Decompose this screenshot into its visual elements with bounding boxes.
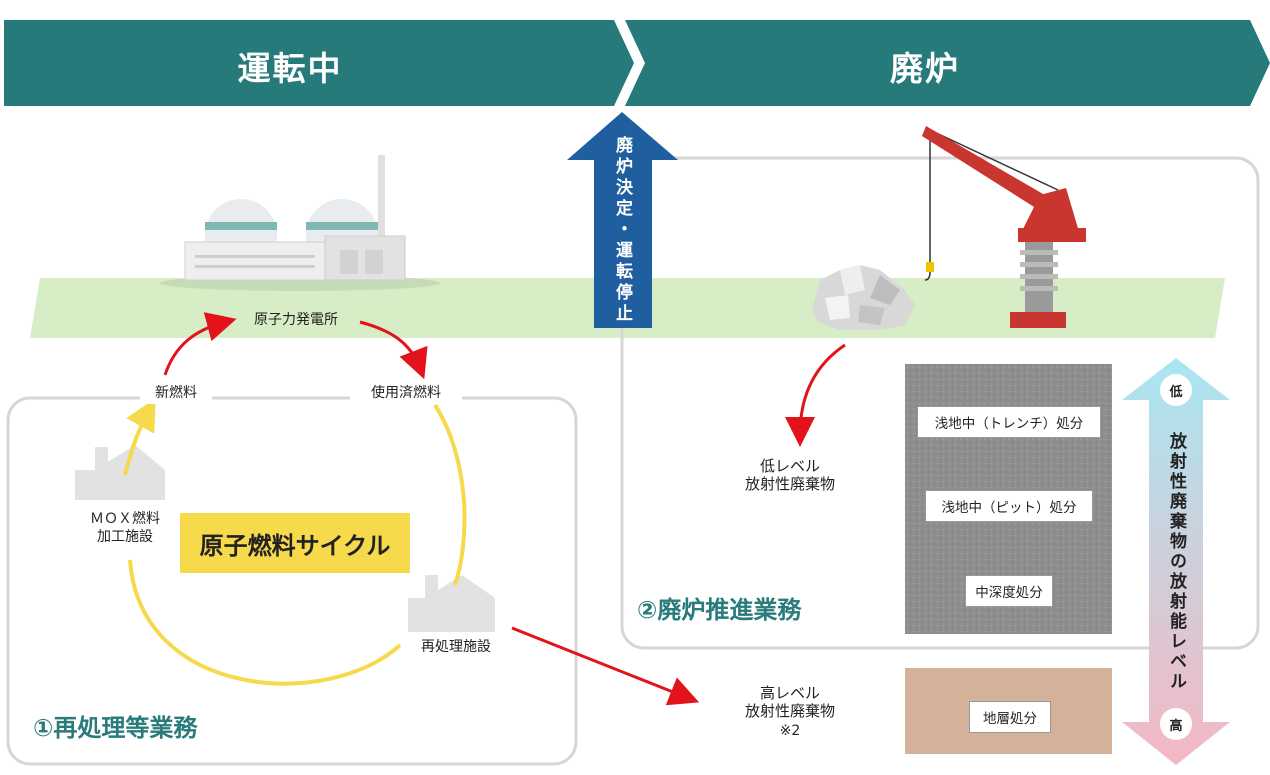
scale-high-label: 高 <box>1160 708 1192 740</box>
geological-disposal-box: 地層処分 <box>969 701 1051 733</box>
new-fuel-label: 新燃料 <box>140 382 212 404</box>
reprocessing-facility-shape <box>408 575 495 632</box>
arrow-reprocessing-to-high-waste <box>511 626 700 706</box>
phase-operation-label: 運転中 <box>237 49 343 88</box>
pit-disposal-box: 浅地中（ピット）処分 <box>925 490 1093 522</box>
decision-arrow-shape <box>567 112 678 328</box>
cycle-path-mox-to-newfuel <box>123 398 156 476</box>
scale-low-label: 低 <box>1160 374 1192 406</box>
scale-title-label: 放射性廃棄物の放射能レベル <box>1166 432 1186 692</box>
crane-illustration <box>922 126 1086 328</box>
cycle-path-spent-to-reprocessing <box>433 403 467 586</box>
arrow-rubble-to-low-waste <box>785 343 846 447</box>
header-band-decommission <box>625 20 1270 106</box>
phase-decommission-label: 廃炉 <box>890 49 960 88</box>
nuclear-fuel-cycle-box: 原子燃料サイクル <box>180 513 410 573</box>
reprocessing-business-title: ①再処理等業務 <box>33 714 198 742</box>
power-plant-illustration <box>160 155 440 291</box>
high-level-waste-label: 高レベル 放射性廃棄物 <box>744 684 835 720</box>
reprocessing-facility-label: 再処理施設 <box>404 636 508 658</box>
low-level-waste-label: 低レベル 放射性廃棄物 <box>744 457 835 493</box>
rubble-illustration <box>812 265 915 330</box>
arrow-newfuel-to-plant <box>163 312 237 376</box>
radioactivity-scale-arrow <box>1122 358 1230 765</box>
high-level-waste-note: ※2 <box>779 723 801 739</box>
header-band-operation <box>4 20 634 106</box>
spent-fuel-label: 使用済燃料 <box>350 382 462 404</box>
intermediate-depth-disposal-box: 中深度処分 <box>965 575 1053 607</box>
decommission-panel <box>620 156 1260 650</box>
reprocessing-panel <box>6 396 578 766</box>
mox-facility-label: ＭＯＸ燃料 加工施設 <box>90 511 160 545</box>
power-plant-label: 原子力発電所 <box>254 312 338 328</box>
decommission-business-title: ②廃炉推進業務 <box>637 596 802 624</box>
decision-arrow-label: 廃炉決定・運転停止 <box>612 136 632 325</box>
trench-disposal-box: 浅地中（トレンチ）処分 <box>917 406 1101 438</box>
cycle-path-reprocessing-to-mox <box>128 559 402 686</box>
mox-facility-shape <box>75 445 165 500</box>
arrow-plant-to-spentfuel <box>359 320 428 380</box>
